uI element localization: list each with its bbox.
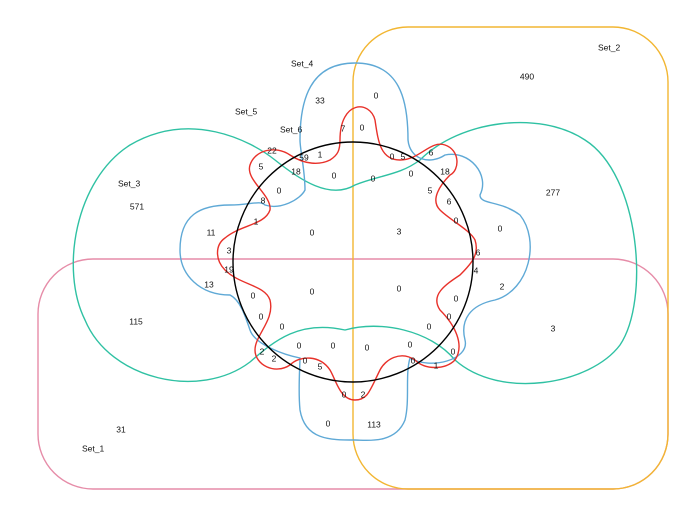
region-count: 0 — [251, 290, 256, 300]
region-count: 0 — [371, 173, 376, 183]
region-count: 6 — [476, 247, 481, 257]
region-count: 6 — [447, 196, 452, 206]
region-count: 0 — [390, 151, 395, 161]
region-count: 571 — [130, 201, 144, 211]
set-4-outline — [179, 62, 531, 442]
region-count: 0 — [360, 122, 365, 132]
region-count: 0 — [277, 185, 282, 195]
region-count: 1 — [318, 149, 323, 159]
region-count: 0 — [411, 355, 416, 365]
region-count: 19 — [224, 264, 234, 274]
region-count: 0 — [326, 418, 331, 428]
region-count: 0 — [454, 293, 459, 303]
region-count: 33 — [315, 95, 325, 105]
region-count: 0 — [447, 311, 452, 321]
set-label-set-2: Set_2 — [598, 42, 620, 52]
region-count: 3 — [397, 226, 402, 236]
set-6-outline — [216, 106, 477, 401]
set-label-set-6: Set_6 — [280, 124, 302, 134]
region-count: 6 — [429, 147, 434, 157]
region-count: 18 — [440, 166, 450, 176]
set-2-outline — [352, 26, 669, 490]
region-count: 0 — [310, 286, 315, 296]
region-count: 0 — [427, 321, 432, 331]
region-count: 7 — [341, 123, 346, 133]
region-count: 0 — [342, 389, 347, 399]
region-counts: 490 571 33 0 7 0 22 59 1 0 5 6 5 18 0 18… — [116, 71, 560, 434]
region-count: 3 — [227, 245, 232, 255]
set-label-set-4: Set_4 — [291, 58, 313, 68]
region-count: 3 — [551, 323, 556, 333]
region-count: 5 — [428, 185, 433, 195]
set-label-set-1: Set_1 — [82, 443, 104, 453]
region-count: 31 — [116, 424, 126, 434]
region-count: 0 — [408, 339, 413, 349]
region-count: 0 — [297, 340, 302, 350]
central-circle — [232, 141, 474, 383]
region-count: 0 — [331, 340, 336, 350]
region-count: 11 — [207, 227, 216, 237]
region-count: 2 — [500, 281, 505, 291]
region-count: 2 — [272, 353, 277, 363]
region-count: 1 — [254, 216, 259, 226]
region-count: 0 — [397, 283, 402, 293]
region-count: 2 — [260, 346, 265, 356]
region-count: 5 — [259, 161, 264, 171]
set-label-set-3: Set_3 — [118, 178, 140, 188]
region-count: 0 — [498, 223, 503, 233]
region-count: 0 — [332, 170, 337, 180]
set-3-outline — [72, 121, 638, 385]
region-count: 0 — [259, 311, 264, 321]
region-count: 8 — [261, 195, 266, 205]
region-count: 0 — [374, 90, 379, 100]
region-count: 0 — [454, 215, 459, 225]
region-count: 0 — [365, 342, 370, 352]
region-count: 1 — [434, 360, 439, 370]
region-count: 2 — [361, 389, 366, 399]
region-count: 0 — [303, 355, 308, 365]
region-count: 13 — [204, 279, 214, 289]
region-count: 0 — [451, 346, 456, 356]
region-count: 0 — [409, 168, 414, 178]
region-count: 490 — [520, 71, 534, 81]
region-count: 4 — [474, 265, 479, 275]
region-count: 22 — [267, 145, 277, 155]
region-count: 5 — [318, 361, 323, 371]
region-count: 115 — [129, 316, 143, 326]
region-count: 113 — [367, 419, 381, 429]
region-count: 277 — [546, 187, 560, 197]
region-count: 18 — [291, 166, 301, 176]
region-count: 0 — [310, 227, 315, 237]
region-count: 59 — [299, 152, 309, 162]
region-count: 5 — [401, 151, 406, 161]
set-label-set-5: Set_5 — [235, 106, 257, 116]
region-count: 0 — [280, 321, 285, 331]
